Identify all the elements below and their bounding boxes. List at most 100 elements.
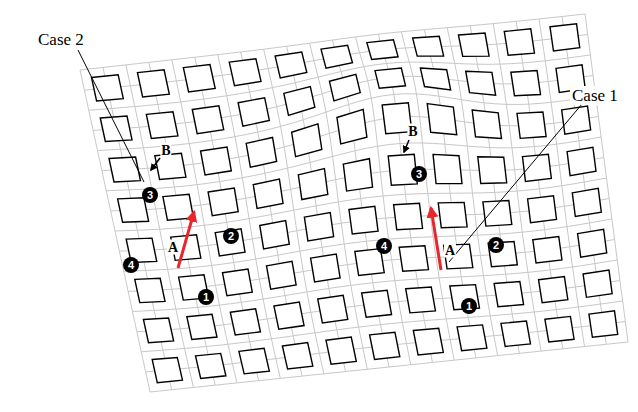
mesh-cell bbox=[457, 325, 487, 351]
mesh-cell bbox=[329, 74, 360, 100]
mesh-cell bbox=[201, 147, 232, 175]
pointer-arrow bbox=[404, 140, 409, 152]
mesh-cell bbox=[583, 270, 612, 297]
mesh-cell bbox=[458, 33, 489, 56]
mesh-cell bbox=[137, 70, 169, 97]
mesh-cell bbox=[545, 316, 574, 342]
mesh-cell bbox=[282, 343, 312, 369]
direction-arrow bbox=[431, 208, 441, 270]
grid-line bbox=[106, 137, 601, 191]
mesh-cell bbox=[91, 75, 123, 101]
mesh-cell bbox=[230, 309, 260, 335]
mesh-cell bbox=[266, 261, 296, 289]
callout-number: 3 bbox=[142, 187, 158, 203]
mesh-cell bbox=[304, 212, 333, 240]
leader-line bbox=[449, 104, 582, 262]
mesh-cells bbox=[91, 24, 617, 383]
mesh-cell bbox=[275, 52, 307, 78]
mesh-cell bbox=[146, 112, 178, 139]
mesh-cell bbox=[406, 287, 436, 313]
mesh-cell bbox=[375, 68, 406, 88]
mesh-cell bbox=[413, 36, 444, 56]
mesh-cell bbox=[238, 98, 269, 127]
mesh-cell bbox=[163, 194, 194, 220]
mesh-cell bbox=[472, 110, 501, 138]
mesh-cell bbox=[433, 154, 462, 183]
mesh-cell bbox=[118, 198, 149, 222]
mesh-cell bbox=[337, 109, 367, 144]
mesh-cell bbox=[420, 68, 450, 90]
callout-number: 4 bbox=[376, 238, 392, 254]
mesh-cell bbox=[394, 203, 423, 229]
grid-line bbox=[310, 43, 368, 369]
mesh-cell bbox=[326, 337, 356, 364]
mesh-cell bbox=[100, 116, 132, 141]
mesh-cell bbox=[589, 311, 618, 337]
grid-line bbox=[98, 94, 596, 151]
mesh-cell bbox=[229, 59, 261, 86]
grid-line bbox=[218, 55, 281, 379]
grid-lines bbox=[80, 14, 628, 392]
mesh-cell bbox=[187, 314, 217, 339]
mesh-cell bbox=[135, 278, 165, 302]
point-label: B bbox=[160, 143, 171, 158]
mesh-cell bbox=[343, 159, 372, 191]
grid-line bbox=[172, 60, 237, 383]
callout-number: 4 bbox=[123, 257, 139, 273]
mesh-cell bbox=[311, 254, 341, 282]
point-label: A bbox=[167, 240, 179, 255]
mesh-cell bbox=[260, 221, 290, 249]
mesh-cell bbox=[246, 137, 276, 167]
callout-number: 2 bbox=[488, 237, 504, 253]
callout-number: 3 bbox=[411, 166, 427, 182]
mesh-cell bbox=[215, 229, 245, 256]
grid-line bbox=[493, 24, 541, 351]
mesh-cell bbox=[143, 318, 173, 343]
mesh-cell bbox=[501, 321, 531, 346]
mesh-cell bbox=[533, 236, 562, 263]
mesh-cell bbox=[550, 24, 580, 51]
mesh-cell bbox=[539, 277, 568, 303]
mesh-cell bbox=[284, 87, 315, 116]
mesh-cell bbox=[504, 29, 534, 55]
grid-line bbox=[264, 49, 324, 374]
mesh-cell bbox=[298, 169, 328, 200]
mesh-cell bbox=[466, 71, 496, 95]
mesh-cell bbox=[274, 302, 304, 329]
grid-line bbox=[355, 37, 410, 365]
grid-line bbox=[80, 14, 585, 70]
point-label: A bbox=[444, 243, 456, 258]
point-label: B bbox=[407, 124, 418, 139]
mesh-cell bbox=[208, 188, 238, 216]
mesh-cell bbox=[349, 206, 378, 234]
mesh-cell bbox=[399, 246, 428, 271]
callout-number: 2 bbox=[223, 228, 239, 244]
mesh-cell bbox=[239, 348, 269, 374]
mesh-cell bbox=[438, 202, 467, 227]
case-label: Case 2 bbox=[36, 30, 86, 49]
mesh-cell bbox=[222, 269, 252, 296]
mesh-cell bbox=[478, 157, 507, 184]
callout-number: 1 bbox=[198, 289, 214, 305]
mesh-cell bbox=[192, 106, 223, 134]
mesh-cell bbox=[511, 70, 541, 95]
pointer-arrow bbox=[151, 158, 160, 170]
mesh-cell bbox=[292, 124, 322, 157]
mesh-cell bbox=[572, 188, 601, 216]
grid-line bbox=[401, 32, 454, 360]
mesh-cell bbox=[196, 353, 226, 378]
mesh-cell bbox=[567, 147, 596, 175]
mesh-cell bbox=[318, 295, 348, 323]
case-label: Case 1 bbox=[570, 86, 620, 105]
mesh-cell bbox=[367, 40, 398, 60]
mesh-cell bbox=[528, 196, 557, 223]
mesh-cell bbox=[183, 64, 215, 91]
mesh-cell bbox=[152, 357, 182, 382]
mesh-cell bbox=[517, 112, 546, 138]
mesh-cell bbox=[413, 328, 443, 355]
direction-arrow bbox=[178, 212, 194, 268]
callout-number: 1 bbox=[461, 298, 477, 314]
mesh-cell bbox=[370, 332, 400, 359]
